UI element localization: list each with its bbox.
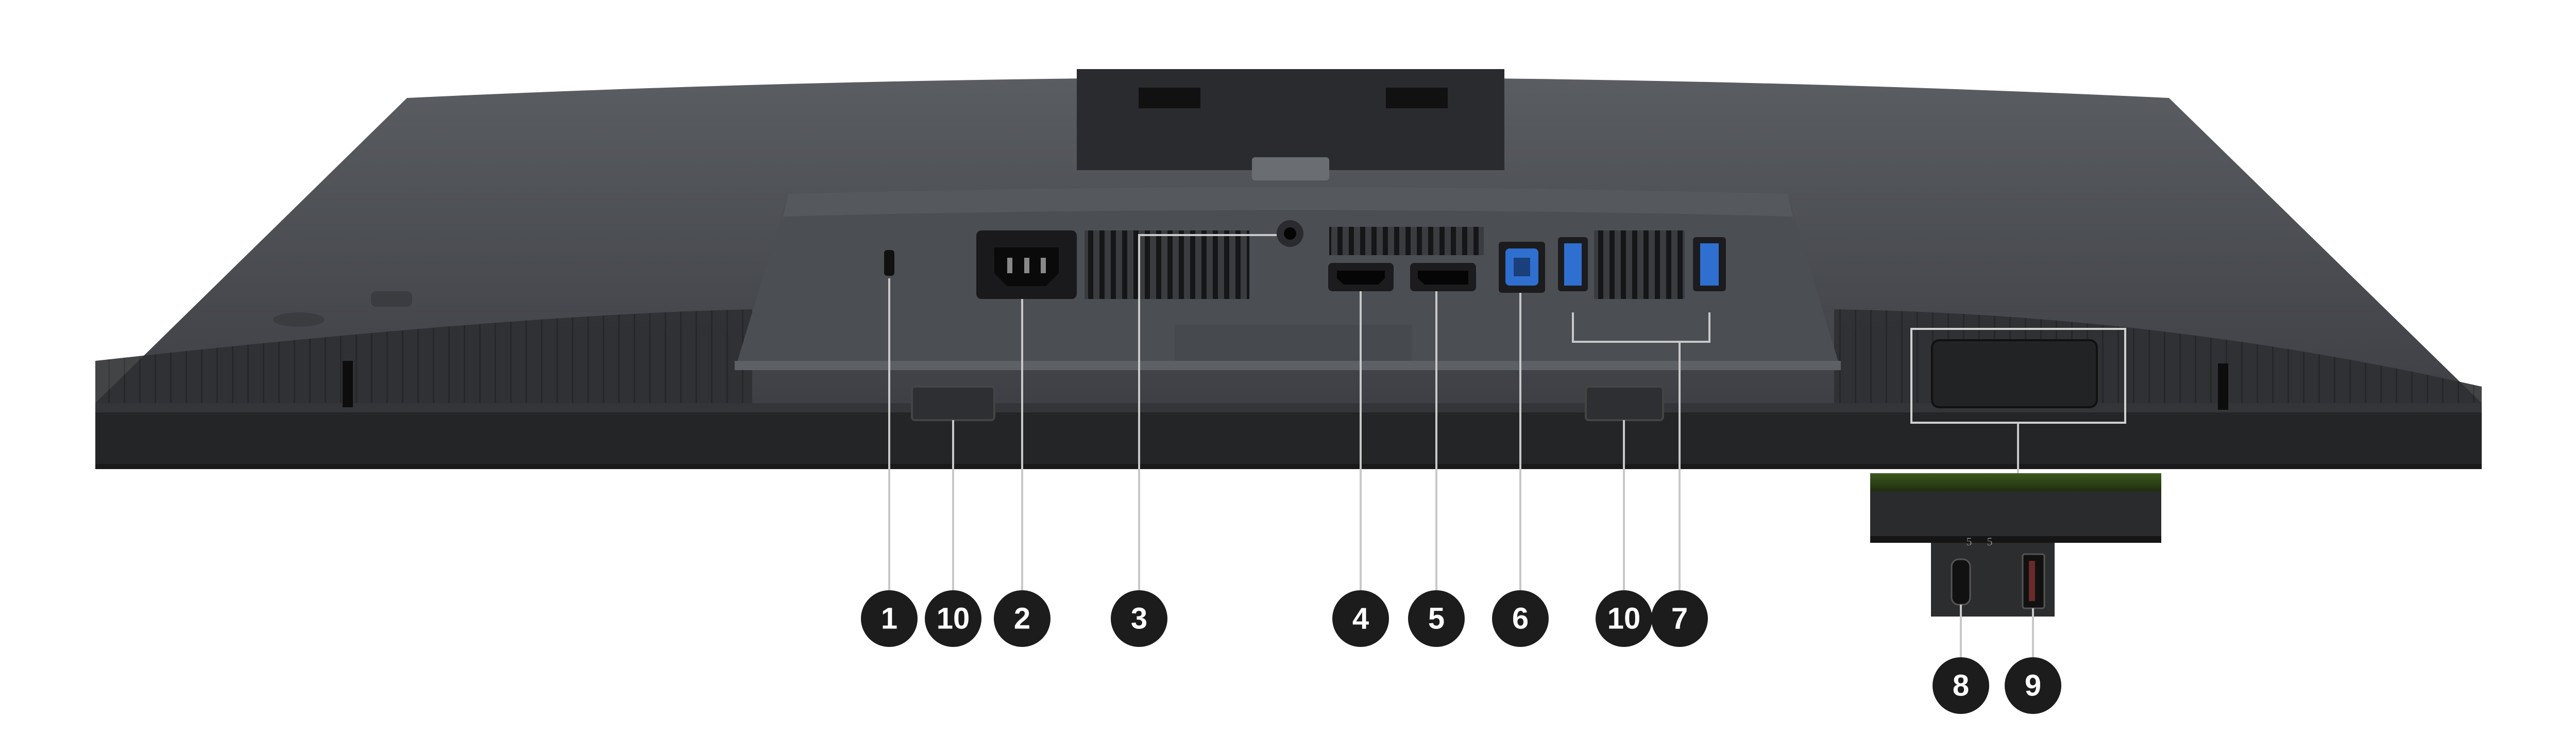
hdmi-port [1328, 263, 1394, 291]
callout-2: 2 [994, 590, 1050, 647]
security-lock-slot [884, 250, 894, 276]
audio-line-out [1277, 220, 1303, 247]
callout-9: 9 [2005, 657, 2061, 714]
usb-speed-label-1: 5 [1967, 535, 1972, 548]
callout-6: 6 [1492, 590, 1549, 647]
callout-3: 3 [1111, 590, 1167, 647]
callout-10-left: 10 [925, 590, 981, 647]
svg-text:7: 7 [1671, 602, 1688, 636]
joystick-button [371, 291, 412, 307]
leader-lines [888, 234, 2034, 657]
usb-a-port-1 [1558, 237, 1588, 291]
inset-highlight [1910, 328, 2126, 473]
usb-b-upstream-port [1499, 242, 1545, 293]
stand-neck [1077, 69, 1504, 180]
ports [884, 220, 1726, 299]
svg-text:2: 2 [1014, 602, 1030, 636]
screen-image [1870, 473, 2161, 491]
svg-text:9: 9 [2025, 669, 2041, 703]
usb-a-port-side [2022, 553, 2045, 609]
vent-left [1084, 230, 1249, 299]
power-connector [976, 230, 1077, 299]
callout-5: 5 [1408, 590, 1465, 647]
displayport [1410, 263, 1476, 291]
svg-text:6: 6 [1512, 602, 1529, 636]
svg-text:1: 1 [881, 602, 897, 636]
svg-text:8: 8 [1953, 669, 1969, 703]
vent-top [1329, 227, 1484, 255]
vent-right [1594, 230, 1685, 299]
usb-a-port-2 [1693, 237, 1726, 291]
callout-7: 7 [1651, 590, 1708, 647]
stand-lock-left [911, 386, 995, 421]
svg-text:5: 5 [1428, 602, 1445, 636]
inset-side-ports-view: 5 5 [1870, 473, 2161, 617]
svg-text:3: 3 [1131, 602, 1147, 636]
svg-text:4: 4 [1352, 602, 1369, 636]
callout-10-right: 10 [1596, 590, 1652, 647]
usb-c-port [1951, 558, 1971, 606]
svg-text:10: 10 [937, 602, 970, 636]
usb-speed-label-2: 5 [1987, 535, 1993, 548]
callout-4: 4 [1332, 590, 1389, 647]
callout-8: 8 [1933, 657, 1989, 714]
callout-1: 1 [861, 590, 918, 647]
svg-text:10: 10 [1607, 602, 1641, 636]
stand-lock-right [1585, 386, 1664, 421]
